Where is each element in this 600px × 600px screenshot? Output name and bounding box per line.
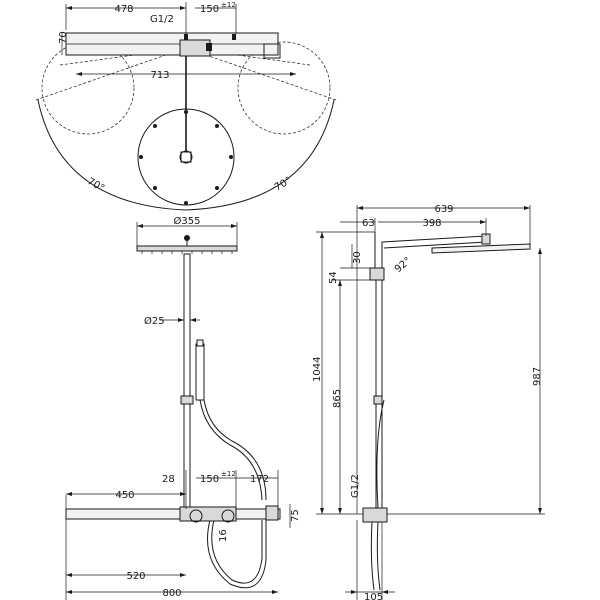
shower-head-front [136,245,238,252]
dim-150-tol-top: ±12 [221,1,236,9]
dim-865: 865 [332,389,343,408]
dim-172: 172 [250,474,269,485]
thermostat-side [362,507,388,523]
dim-150-tol-front: ±12 [221,470,236,478]
dim-713: 713 [150,70,169,81]
hose [199,399,263,501]
dim-398: 398 [422,218,441,229]
riser-pipe [183,253,191,510]
dim-450: 450 [115,490,134,501]
dim-head-diameter: Ø355 [174,215,201,227]
dim-800: 800 [162,588,181,599]
top-view: 478 G1/2 150 ±12 70 713 70° 70° [35,1,337,211]
dim-150-top: 150 [200,4,219,15]
dim-75: 75 [290,509,301,522]
dim-1044: 1044 [312,357,323,382]
swivel-envelope-arc [37,99,335,211]
swivel-head-left-dashed [41,41,135,135]
dim-92-deg: 92° [393,255,414,275]
dim-478: 478 [114,4,133,15]
dim-16: 16 [218,529,229,542]
angle-left: 70° [85,176,106,194]
angle-right: 70° [273,175,294,193]
dim-987: 987 [532,367,543,386]
dim-520: 520 [126,571,145,582]
dim-28: 28 [162,474,175,485]
dim-150-front: 150 [200,474,219,485]
shower-head-side [431,243,531,254]
dim-thread-top: G1/2 [150,14,174,25]
hand-shower [195,343,205,401]
dim-63: 63 [362,218,375,229]
dim-105: 105 [364,592,383,600]
dim-30: 30 [352,251,363,264]
dim-639: 639 [434,204,453,215]
swivel-head-right-dashed [237,41,331,135]
side-view: 639 63 398 30 54 92° 1044 865 987 G1/2 1… [312,204,545,600]
front-view: Ø355 Ø25 [65,215,301,600]
shelf-front [65,508,281,520]
dim-thread-side: G1/2 [350,474,361,498]
dim-70-top: 70 [58,31,69,44]
dim-pipe-diameter: Ø25 [144,315,165,327]
dim-54: 54 [328,271,339,284]
